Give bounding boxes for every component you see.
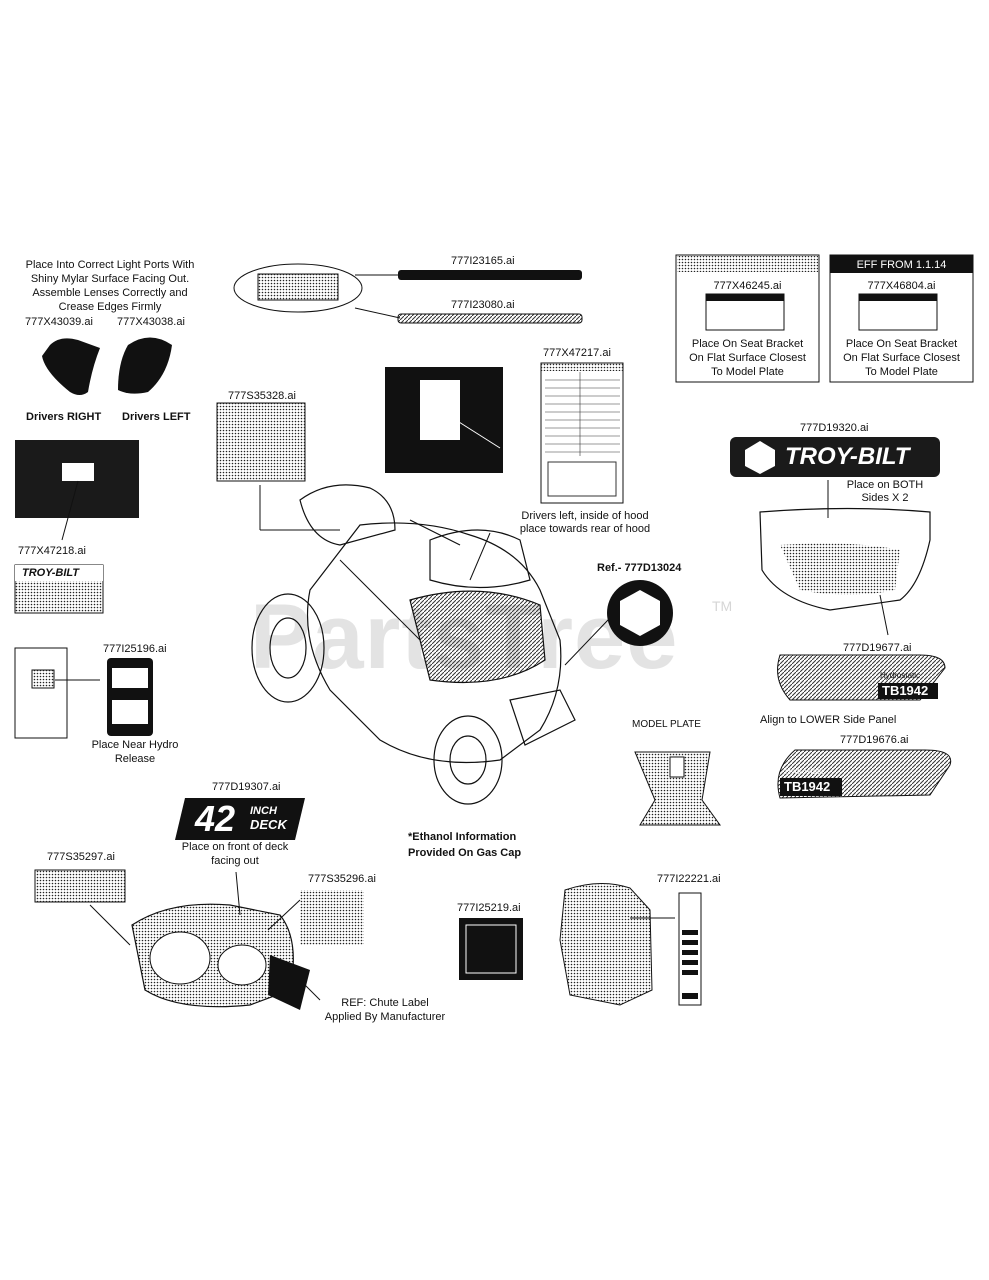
x46245-note-2: On Flat Surface Closest (689, 352, 806, 364)
part-777I25196: 777I25196.ai (103, 643, 167, 655)
i25196-note-2: Release (114, 753, 156, 765)
deck-size-deck: DECK (250, 817, 287, 832)
lens-left-shape (118, 337, 172, 394)
lens-instruction-4: Crease Edges Firmly (58, 301, 162, 313)
d19676-small-text: Hydrostatic (785, 767, 826, 776)
part-777I25219: 777I25219.ai (457, 902, 521, 914)
d19320-note-2: Sides X 2 (861, 492, 909, 504)
ref-777D13024: Ref.- 777D13024 (597, 562, 682, 574)
lens-instruction-1: Place Into Correct Light Ports With (25, 259, 195, 271)
part-777S35328: 777S35328.ai (228, 390, 296, 402)
x46804-note-2: On Flat Surface Closest (843, 352, 960, 364)
lens-right-shape (42, 338, 100, 395)
part-777I23165: 777I23165.ai (451, 255, 515, 267)
d19677-small-text: Hydrostatic (880, 671, 921, 680)
d19677-note: Align to LOWER Side Panel (760, 714, 897, 726)
chute-line-1: REF: Chute Label (341, 997, 429, 1009)
part-777X43039: 777X43039.ai (25, 316, 93, 328)
deck-size-inch: INCH (250, 805, 277, 817)
x46245-note-3: To Model Plate (711, 366, 784, 378)
troy-bilt-logo-large: TROY-BILT (785, 443, 910, 470)
chute-line-2: Applied By Manufacturer (324, 1011, 446, 1023)
lens-instruction-3: Assemble Lenses Correctly and (32, 287, 188, 299)
mylar-strip-shape (233, 263, 363, 313)
x46804-note-1: Place On Seat Bracket (845, 338, 958, 350)
d19676-model: TB1942 (784, 779, 831, 794)
ethanol-line-2: Provided On Gas Cap (408, 847, 522, 859)
model-plate-label: MODEL PLATE (632, 719, 701, 730)
part-777X47218: 777X47218.ai (18, 545, 86, 557)
part-777D19677: 777D19677.ai (843, 642, 912, 654)
x46804-note-3: To Model Plate (865, 366, 938, 378)
d19307-note-1: Place on front of deck (181, 841, 289, 853)
ethanol-line-1: *Ethanol Information (408, 831, 517, 843)
part-777X46804: 777X46804.ai (867, 280, 936, 292)
model-plate-shape (634, 751, 721, 826)
x47217-note-2: place towards rear of hood (519, 523, 651, 535)
part-777D19307: 777D19307.ai (212, 781, 281, 793)
troy-bilt-logo-small: TROY-BILT (22, 567, 80, 579)
part-777X46245: 777X46245.ai (713, 280, 782, 292)
lens-instruction-2: Shiny Mylar Surface Facing Out. (30, 273, 190, 285)
hood-side-shape (759, 507, 931, 611)
part-777I22221: 777I22221.ai (657, 873, 721, 885)
label-drivers-right: Drivers RIGHT (26, 411, 102, 423)
x47217-note-1: Drivers left, inside of hood (521, 510, 649, 522)
part-777S35297: 777S35297.ai (47, 851, 115, 863)
part-777S35296: 777S35296.ai (308, 873, 376, 885)
x46804-header: EFF FROM 1.1.14 (856, 259, 947, 271)
part-777I23080: 777I23080.ai (451, 299, 515, 311)
d19307-note-2: facing out (211, 855, 259, 867)
tractor-illustration (251, 484, 576, 805)
engine-illustration (559, 882, 653, 1006)
label-drivers-left: Drivers LEFT (122, 411, 191, 423)
d19677-model: TB1942 (882, 683, 929, 698)
part-777D19676: 777D19676.ai (840, 734, 909, 746)
x46245-note-1: Place On Seat Bracket (691, 338, 804, 350)
part-777X43038: 777X43038.ai (117, 316, 185, 328)
part-777D19320: 777D19320.ai (800, 422, 869, 434)
d19320-note-1: Place on BOTH (846, 479, 924, 491)
watermark-tm: TM (712, 598, 733, 614)
deck-size-number: 42 (195, 798, 236, 839)
part-777X47217: 777X47217.ai (543, 347, 611, 359)
i25196-note-1: Place Near Hydro (91, 739, 179, 751)
